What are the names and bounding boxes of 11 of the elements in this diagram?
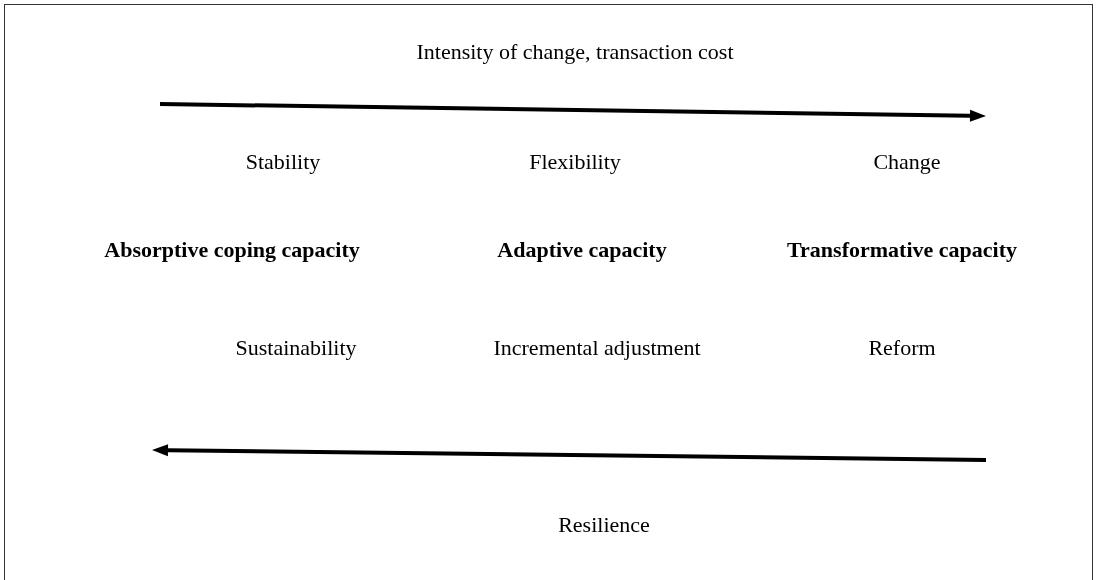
column-label: Stability — [245, 149, 321, 175]
arrow-label: Resilience — [558, 512, 650, 538]
capacity-heading: Transformative capacity — [787, 237, 1017, 263]
column-label: Reform — [868, 335, 936, 361]
capacity-heading: Absorptive coping capacity — [104, 237, 360, 263]
column-label: Change — [873, 149, 941, 175]
column-label: Flexibility — [529, 149, 621, 175]
column-label: Incremental adjustment — [493, 335, 701, 361]
capacity-heading: Adaptive capacity — [497, 237, 667, 263]
arrow-label: Intensity of change, transaction cost — [416, 39, 734, 65]
column-label: Sustainability — [235, 335, 357, 361]
